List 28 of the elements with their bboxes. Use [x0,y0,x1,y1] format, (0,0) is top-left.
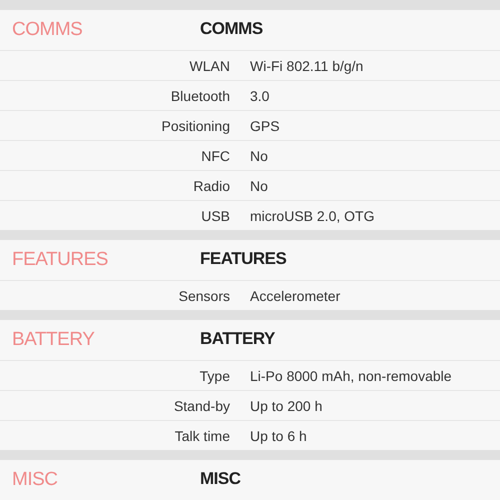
spec-label: Bluetooth [170,88,230,104]
spec-label: Positioning [162,118,230,134]
spec-value: Accelerometer [250,288,340,304]
spec-label: Type [200,368,230,384]
spec-value: Up to 6 h [250,428,307,444]
spec-label: Radio [193,178,230,194]
spec-label: Talk time [174,428,230,444]
section-heading: FEATURES [12,249,108,271]
spec-value: microUSB 2.0, OTG [250,208,374,224]
spec-label: WLAN [190,58,230,74]
spec-value: Wi-Fi 802.11 b/g/n [250,58,364,74]
section-heading: COMMS [12,19,82,41]
spec-value: 3.0 [250,88,270,104]
section-heading: COMMS [200,19,263,39]
spec-label: Sensors [178,288,230,304]
spec-value: No [250,178,268,194]
spec-label: Stand-by [174,398,230,414]
section-heading: FEATURES [200,249,286,269]
section-heading: MISC [200,469,240,489]
spec-value: Up to 200 h [250,398,322,414]
spec-label: NFC [201,148,230,164]
spec-value: No [250,148,268,164]
section-heading: MISC [12,469,58,491]
spec-label: USB [201,208,230,224]
section-heading: BATTERY [12,329,94,351]
spec-value: Li-Po 8000 mAh, non-removable [250,368,452,384]
spec-value: GPS [250,118,280,134]
section-heading: BATTERY [200,329,275,349]
